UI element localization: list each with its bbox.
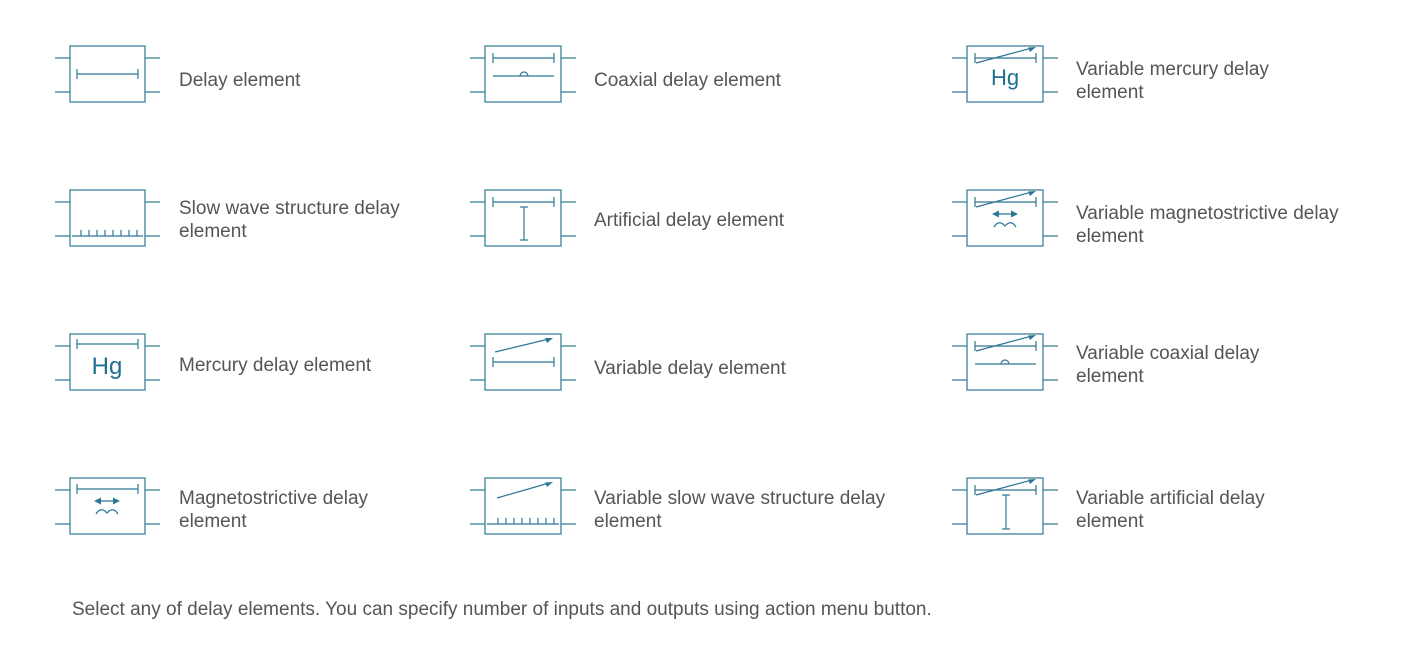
variable-delay-element-icon [470, 333, 576, 391]
element-label: Artificial delay element [594, 210, 785, 231]
element-label: Coaxial delay element [594, 70, 781, 91]
mercury-symbol-text: Hg [991, 65, 1019, 90]
element-label: Variable mercury delay element [1076, 59, 1269, 103]
variable-coaxial-delay-element-item[interactable]: Variable coaxial delay element [952, 332, 1410, 412]
variable-coaxial-delay-element-icon [952, 333, 1058, 391]
variable-magnetostrictive-delay-element-icon [952, 189, 1058, 247]
mercury-symbol-text: Hg [92, 353, 123, 380]
magnetostrictive-delay-element-item[interactable]: Magnetostrictive delay element [55, 476, 515, 556]
variable-artificial-delay-element-item[interactable]: Variable artificial delay element [952, 476, 1410, 556]
element-label: Variable magnetostrictive delay element [1076, 203, 1339, 247]
element-label: Magnetostrictive delay element [179, 488, 369, 532]
variable-mercury-delay-element-item[interactable]: Hg Variable mercury delay element [952, 44, 1410, 124]
mercury-delay-element-icon: Hg [55, 333, 160, 391]
artificial-delay-element-icon [470, 189, 576, 247]
element-label: Slow wave structure delay element [179, 198, 400, 242]
slow-wave-structure-delay-element-item[interactable]: Slow wave structure delay element [55, 188, 515, 268]
variable-artificial-delay-element-icon [952, 477, 1058, 535]
element-label: Variable slow wave structure delay eleme… [594, 488, 886, 532]
artificial-delay-element-item[interactable]: Artificial delay element [470, 188, 930, 268]
variable-slow-wave-structure-delay-element-item[interactable]: Variable slow wave structure delay eleme… [470, 476, 930, 556]
coaxial-delay-element-item[interactable]: Coaxial delay element [470, 44, 930, 124]
instructions-text: Select any of delay elements. You can sp… [72, 599, 932, 620]
element-label: Variable artificial delay element [1076, 488, 1265, 532]
element-label: Variable delay element [594, 358, 786, 379]
delay-element-icon [55, 45, 160, 103]
element-label: Mercury delay element [179, 355, 372, 376]
coaxial-delay-element-icon [470, 45, 576, 103]
variable-mercury-delay-element-icon: Hg [952, 45, 1058, 103]
delay-element-item[interactable]: Delay element [55, 44, 515, 124]
magnetostrictive-delay-element-icon [55, 477, 160, 535]
variable-delay-element-item[interactable]: Variable delay element [470, 332, 930, 412]
variable-slow-wave-structure-delay-element-icon [470, 477, 576, 535]
mercury-delay-element-item[interactable]: Hg Mercury delay element [55, 332, 515, 412]
slow-wave-structure-delay-element-icon [55, 189, 160, 247]
element-label: Variable coaxial delay element [1076, 343, 1260, 387]
variable-magnetostrictive-delay-element-item[interactable]: Variable magnetostrictive delay element [952, 188, 1410, 268]
element-label: Delay element [179, 70, 301, 91]
